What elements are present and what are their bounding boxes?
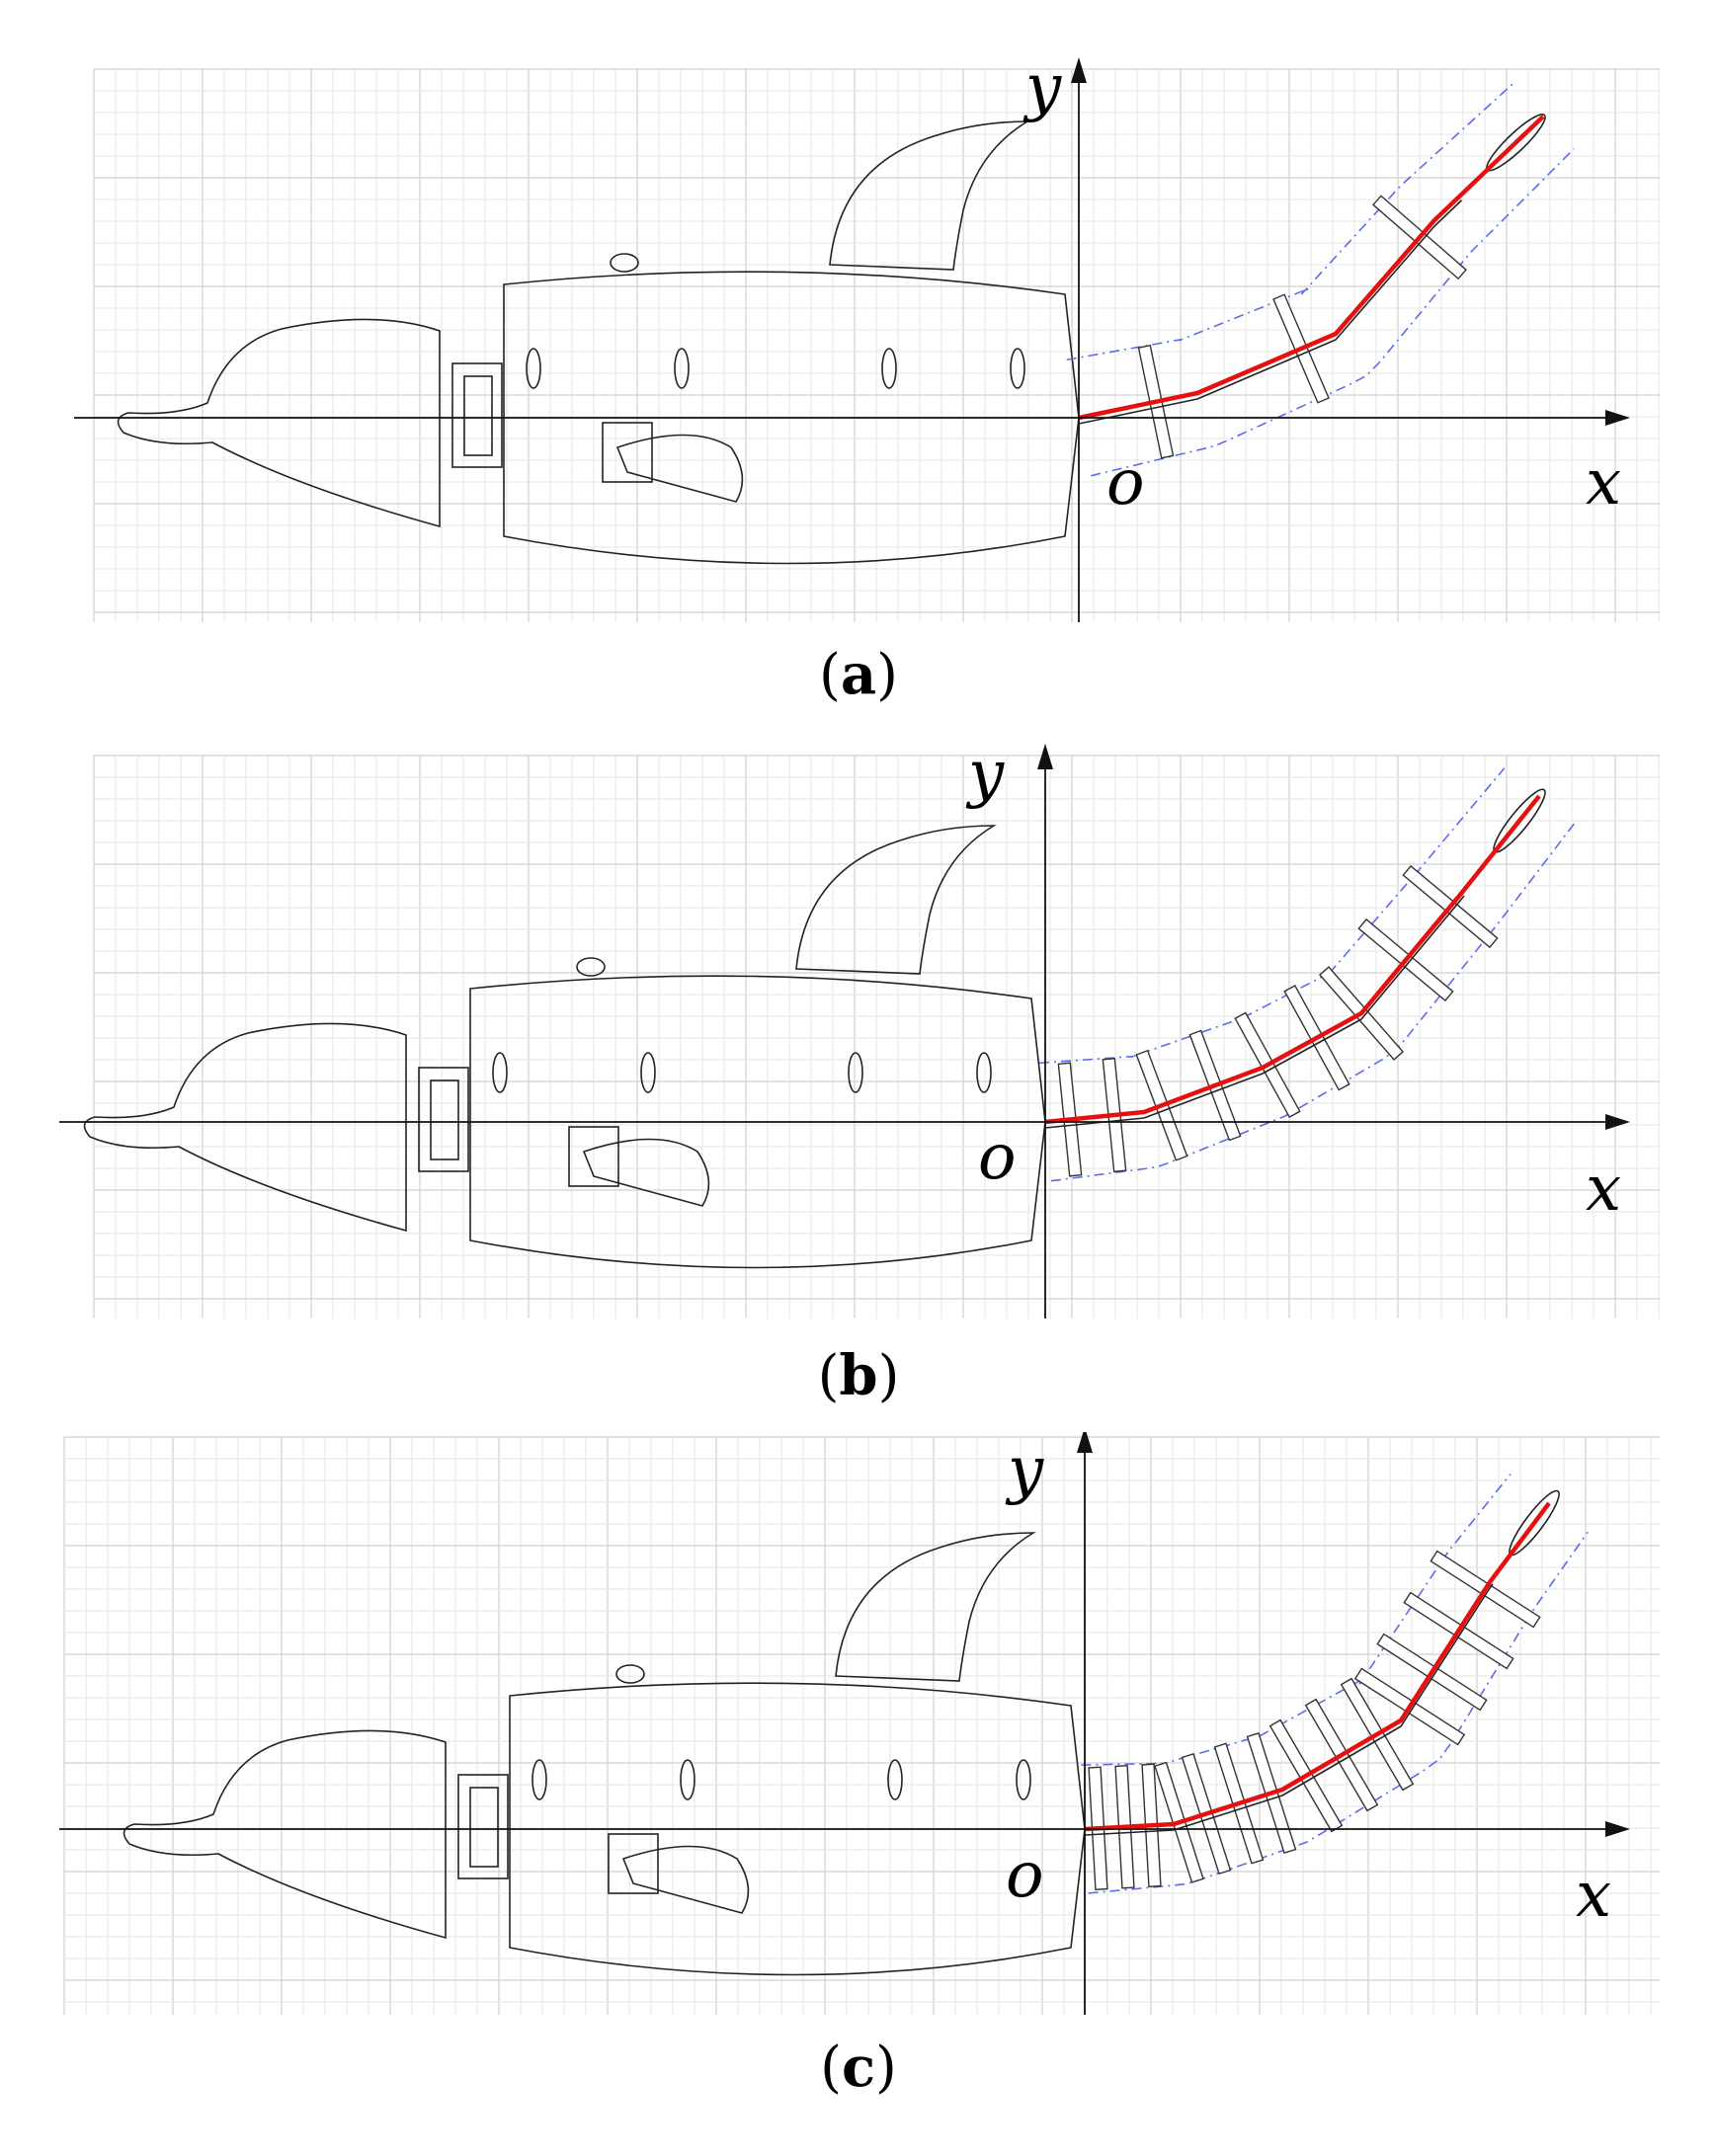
neck-joint-inner bbox=[469, 1787, 499, 1868]
origin-label: o bbox=[1106, 446, 1145, 519]
porthole bbox=[976, 1052, 992, 1093]
porthole bbox=[526, 348, 541, 389]
grid bbox=[93, 68, 1660, 622]
tail-segments bbox=[1081, 1474, 1589, 1894]
tail-spine-curve bbox=[1078, 115, 1545, 421]
x-axis-arrow bbox=[1605, 1114, 1630, 1130]
porthole bbox=[674, 348, 690, 389]
panel-a: x y o bbox=[0, 40, 1717, 632]
porthole bbox=[531, 1759, 547, 1800]
y-axis-arrow bbox=[1077, 1432, 1093, 1453]
fish-body bbox=[123, 1532, 1086, 1976]
head-shell bbox=[117, 318, 441, 528]
porthole bbox=[1016, 1759, 1031, 1800]
head-shell bbox=[123, 1729, 447, 1940]
y-axis-label: y bbox=[965, 738, 1005, 811]
motion-envelope-lower bbox=[1038, 767, 1506, 1065]
dorsal-fin bbox=[795, 825, 997, 975]
x-axis-label: x bbox=[1586, 446, 1621, 519]
motion-envelope-upper bbox=[1050, 823, 1575, 1182]
tail-segments bbox=[1066, 83, 1575, 477]
x-axis-label: x bbox=[1576, 1859, 1611, 1932]
y-axis-arrow bbox=[1071, 57, 1087, 83]
neck-joint bbox=[451, 362, 503, 468]
porthole bbox=[640, 1052, 656, 1093]
main-body bbox=[503, 271, 1080, 565]
porthole bbox=[848, 1052, 863, 1093]
sensor-dome bbox=[615, 1664, 645, 1684]
panel-b: x y o bbox=[0, 736, 1717, 1328]
pectoral-mount bbox=[602, 422, 653, 483]
porthole bbox=[887, 1759, 903, 1800]
x-axis-arrow bbox=[1605, 410, 1630, 426]
main-body bbox=[469, 975, 1046, 1269]
y-axis-arrow bbox=[1037, 744, 1053, 769]
pectoral-fin bbox=[615, 434, 744, 503]
panel-c-diagram: x y o bbox=[59, 1432, 1660, 2015]
porthole bbox=[1010, 348, 1025, 389]
fish-body bbox=[117, 120, 1080, 565]
panel-a-diagram: x y o bbox=[74, 51, 1660, 622]
tail-backbone bbox=[1078, 200, 1463, 425]
neck-joint-inner bbox=[430, 1079, 459, 1160]
origin-label: o bbox=[978, 1121, 1017, 1194]
panel-c: x y o bbox=[0, 1432, 1717, 2025]
pectoral-fin bbox=[621, 1845, 750, 1914]
y-axis-label: y bbox=[1005, 1434, 1044, 1507]
origin-label: o bbox=[1006, 1839, 1044, 1912]
motion-envelope-upper bbox=[1088, 1531, 1589, 1894]
tail-backbone bbox=[1084, 1583, 1494, 1836]
porthole bbox=[881, 348, 897, 389]
caption-c: (c) bbox=[820, 2035, 897, 2100]
x-axis-arrow bbox=[1605, 1821, 1630, 1837]
dorsal-fin bbox=[829, 120, 1030, 271]
porthole bbox=[680, 1759, 695, 1800]
caption-b: (b) bbox=[817, 1343, 900, 1408]
fish-body bbox=[83, 825, 1046, 1269]
pectoral-mount bbox=[568, 1126, 619, 1187]
tail-spine-curve bbox=[1044, 794, 1541, 1125]
neck-joint bbox=[418, 1067, 469, 1172]
neck-joint-inner bbox=[463, 375, 493, 456]
neck-joint bbox=[457, 1774, 509, 1879]
grid bbox=[63, 1436, 1660, 2015]
porthole bbox=[492, 1052, 508, 1093]
pectoral-fin bbox=[582, 1138, 710, 1207]
y-axis-label: y bbox=[1022, 51, 1062, 124]
main-body bbox=[509, 1682, 1086, 1976]
grid bbox=[93, 755, 1660, 1318]
tail-segments bbox=[1038, 767, 1575, 1182]
caption-a: (a) bbox=[818, 642, 898, 707]
dorsal-fin bbox=[835, 1532, 1036, 1682]
motion-envelope-lower bbox=[1081, 1474, 1512, 1766]
panel-b-diagram: x y o bbox=[59, 738, 1660, 1318]
head-shell bbox=[83, 1022, 407, 1233]
sensor-dome bbox=[610, 253, 639, 273]
sensor-dome bbox=[576, 957, 606, 977]
tail-spine-curve bbox=[1084, 1501, 1551, 1832]
x-axis-label: x bbox=[1586, 1153, 1621, 1226]
pectoral-mount bbox=[608, 1833, 659, 1894]
